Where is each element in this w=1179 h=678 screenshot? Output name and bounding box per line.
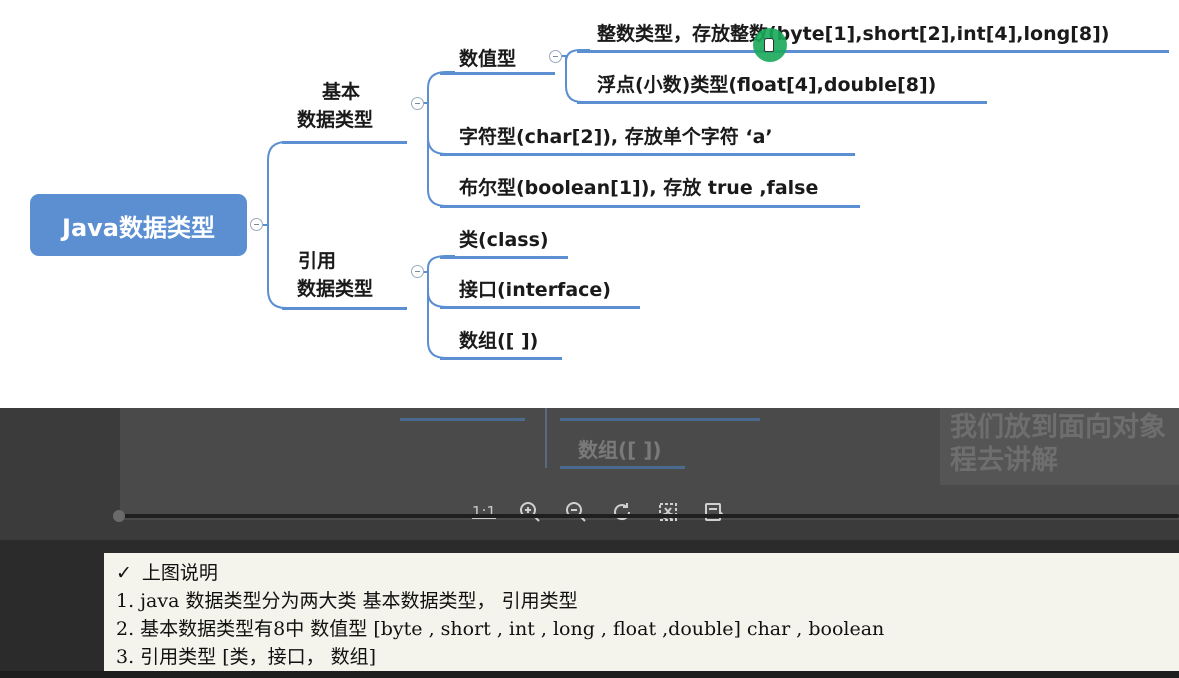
interface-node[interactable]: 接口(interface) bbox=[459, 279, 611, 301]
boolean-type-underline bbox=[440, 205, 860, 208]
numeric-type-node[interactable]: 数值型 bbox=[459, 48, 517, 70]
basic-type-label-line1: 基本 bbox=[322, 81, 361, 103]
explanation-caption: ✓ 上图说明 1. java 数据类型分为两大类 基本数据类型， 引用类型 2. … bbox=[104, 553, 1179, 671]
actual-size-button[interactable]: 1:1 bbox=[470, 498, 498, 526]
zoom-in-icon bbox=[520, 502, 540, 522]
crop-icon bbox=[659, 503, 677, 521]
caption-item: 2. 基本数据类型有8中 数值型 [byte , short , int , l… bbox=[116, 618, 885, 640]
array-node[interactable]: 数组([ ]) bbox=[459, 330, 539, 352]
check-icon: ✓ bbox=[116, 562, 132, 584]
bottom-border bbox=[0, 671, 1179, 678]
ghost-note: 我们放到面向对象 程去讲解 bbox=[940, 405, 1179, 485]
collapse-toggle-reference[interactable] bbox=[411, 265, 424, 278]
ghost-array-node: 数组([ ]) bbox=[578, 438, 662, 462]
zoom-out-button[interactable] bbox=[562, 498, 590, 526]
ghost-connector bbox=[545, 408, 547, 468]
char-type-node[interactable]: 字符型(char[2]), 存放单个字符 ‘a’ bbox=[459, 126, 773, 148]
image-viewer-toolbar: 1:1 bbox=[470, 496, 728, 528]
integer-type-node[interactable]: 整数类型，存放整数(byte[1],short[2],int[4],long[8… bbox=[597, 23, 1110, 45]
class-underline bbox=[440, 256, 568, 259]
collapse-toggle-basic[interactable] bbox=[411, 97, 424, 110]
basic-type-label-line2: 数据类型 bbox=[297, 109, 374, 131]
float-type-underline bbox=[577, 101, 987, 104]
collapse-toggle-numeric[interactable] bbox=[549, 50, 562, 63]
export-icon bbox=[705, 503, 725, 521]
boolean-type-node[interactable]: 布尔型(boolean[1]), 存放 true ,false bbox=[459, 177, 819, 199]
caption-title-row: ✓ 上图说明 bbox=[116, 559, 1167, 587]
class-node[interactable]: 类(class) bbox=[459, 229, 549, 251]
caption-item: 1. java 数据类型分为两大类 基本数据类型， 引用类型 bbox=[116, 590, 578, 612]
export-button[interactable] bbox=[700, 498, 728, 526]
actual-size-label: 1:1 bbox=[471, 503, 497, 521]
zoom-in-button[interactable] bbox=[516, 498, 544, 526]
caption-item: 3. 引用类型 [类，接口， 数组] bbox=[116, 646, 377, 668]
numeric-type-underline bbox=[440, 72, 555, 75]
rotate-icon bbox=[614, 503, 631, 521]
zoom-out-icon bbox=[566, 502, 586, 522]
hand-cursor-icon bbox=[764, 38, 774, 52]
rotate-button[interactable] bbox=[608, 498, 636, 526]
crop-button[interactable] bbox=[654, 498, 682, 526]
interface-underline bbox=[440, 306, 640, 309]
float-type-node[interactable]: 浮点(小数)类型(float[4],double[8]) bbox=[597, 74, 937, 96]
integer-type-underline bbox=[577, 50, 1169, 53]
reference-type-label-line1: 引用 bbox=[298, 250, 337, 272]
reference-type-label-line2: 数据类型 bbox=[297, 278, 374, 300]
reference-type-underline bbox=[282, 307, 407, 310]
viewer-scrollbar[interactable] bbox=[118, 514, 1179, 518]
root-node[interactable]: Java数据类型 bbox=[30, 194, 247, 256]
caption-title: 上图说明 bbox=[141, 562, 218, 584]
mind-map-canvas: Java数据类型 基本 数据类型 数值型 整数类型，存放整数(byte[1],s… bbox=[0, 0, 1179, 408]
ghost-underline bbox=[400, 418, 525, 421]
collapse-toggle-root[interactable] bbox=[250, 218, 263, 231]
char-type-underline bbox=[440, 153, 855, 156]
ghost-underline bbox=[560, 466, 685, 469]
array-underline bbox=[440, 357, 562, 360]
viewer-scrollbar-thumb[interactable] bbox=[113, 510, 125, 522]
basic-type-underline bbox=[282, 141, 407, 144]
ghost-underline bbox=[560, 418, 760, 421]
